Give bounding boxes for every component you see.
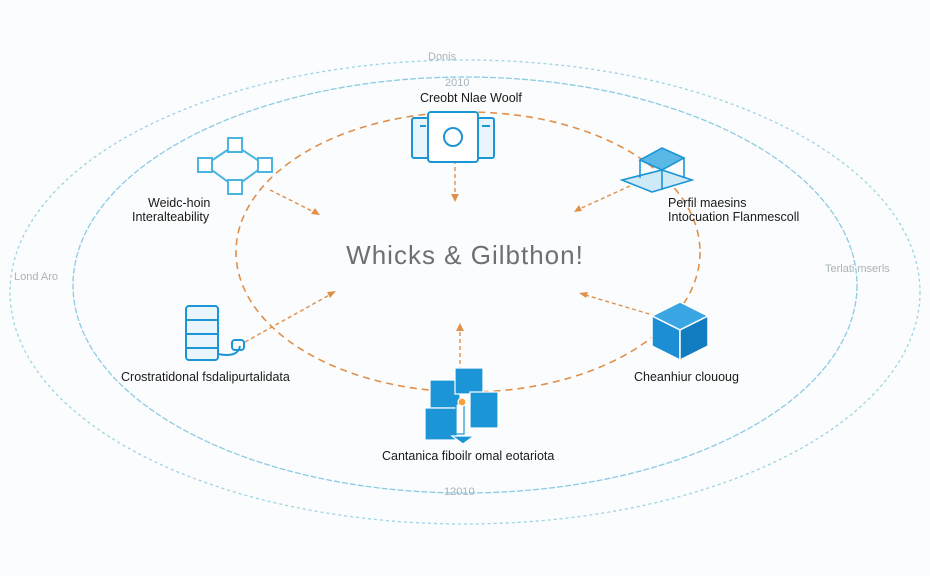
node-label-upper-left-2: Interalteability xyxy=(132,210,210,224)
server-icon xyxy=(185,305,245,361)
arrow xyxy=(581,293,657,317)
node-label-left: Crostratidonal fsdalipurtalidata xyxy=(121,370,290,384)
arrow xyxy=(244,292,334,343)
node-label-upper-left-1: Weidc-hoin xyxy=(148,196,211,210)
node-year: 2010 xyxy=(445,77,470,89)
ring-label-left: Lond Aro xyxy=(14,271,59,283)
middle-ring xyxy=(72,76,858,494)
ring-label-bottom: 12010 xyxy=(444,486,475,498)
node-label-upper-right-2: Intocuation Flanmescoll xyxy=(668,210,800,224)
arrows xyxy=(244,160,657,385)
cube-icon xyxy=(650,301,710,362)
ring-label-right: Terlati mserls xyxy=(825,263,890,275)
node-label-top: Creobt Nlae Woolf xyxy=(420,91,522,105)
network-icon xyxy=(197,137,273,195)
server-cluster-icon xyxy=(424,367,499,445)
node-label-bottom: Cantanica fiboilr omal eotariota xyxy=(382,449,555,463)
stacked-blocks-icon xyxy=(619,147,695,193)
ring-label-top: Donis xyxy=(428,51,457,63)
arrow xyxy=(269,189,319,215)
diagram-title: Whicks & Gilbthon! xyxy=(346,240,584,270)
node-label-upper-right-1: Perfil maesins xyxy=(668,196,747,210)
node-label-right: Cheanhiur clououg xyxy=(634,370,739,384)
arrow xyxy=(576,185,631,211)
outer-ring xyxy=(9,59,921,525)
arrowheads xyxy=(311,194,588,331)
tablet-icon xyxy=(411,111,495,163)
